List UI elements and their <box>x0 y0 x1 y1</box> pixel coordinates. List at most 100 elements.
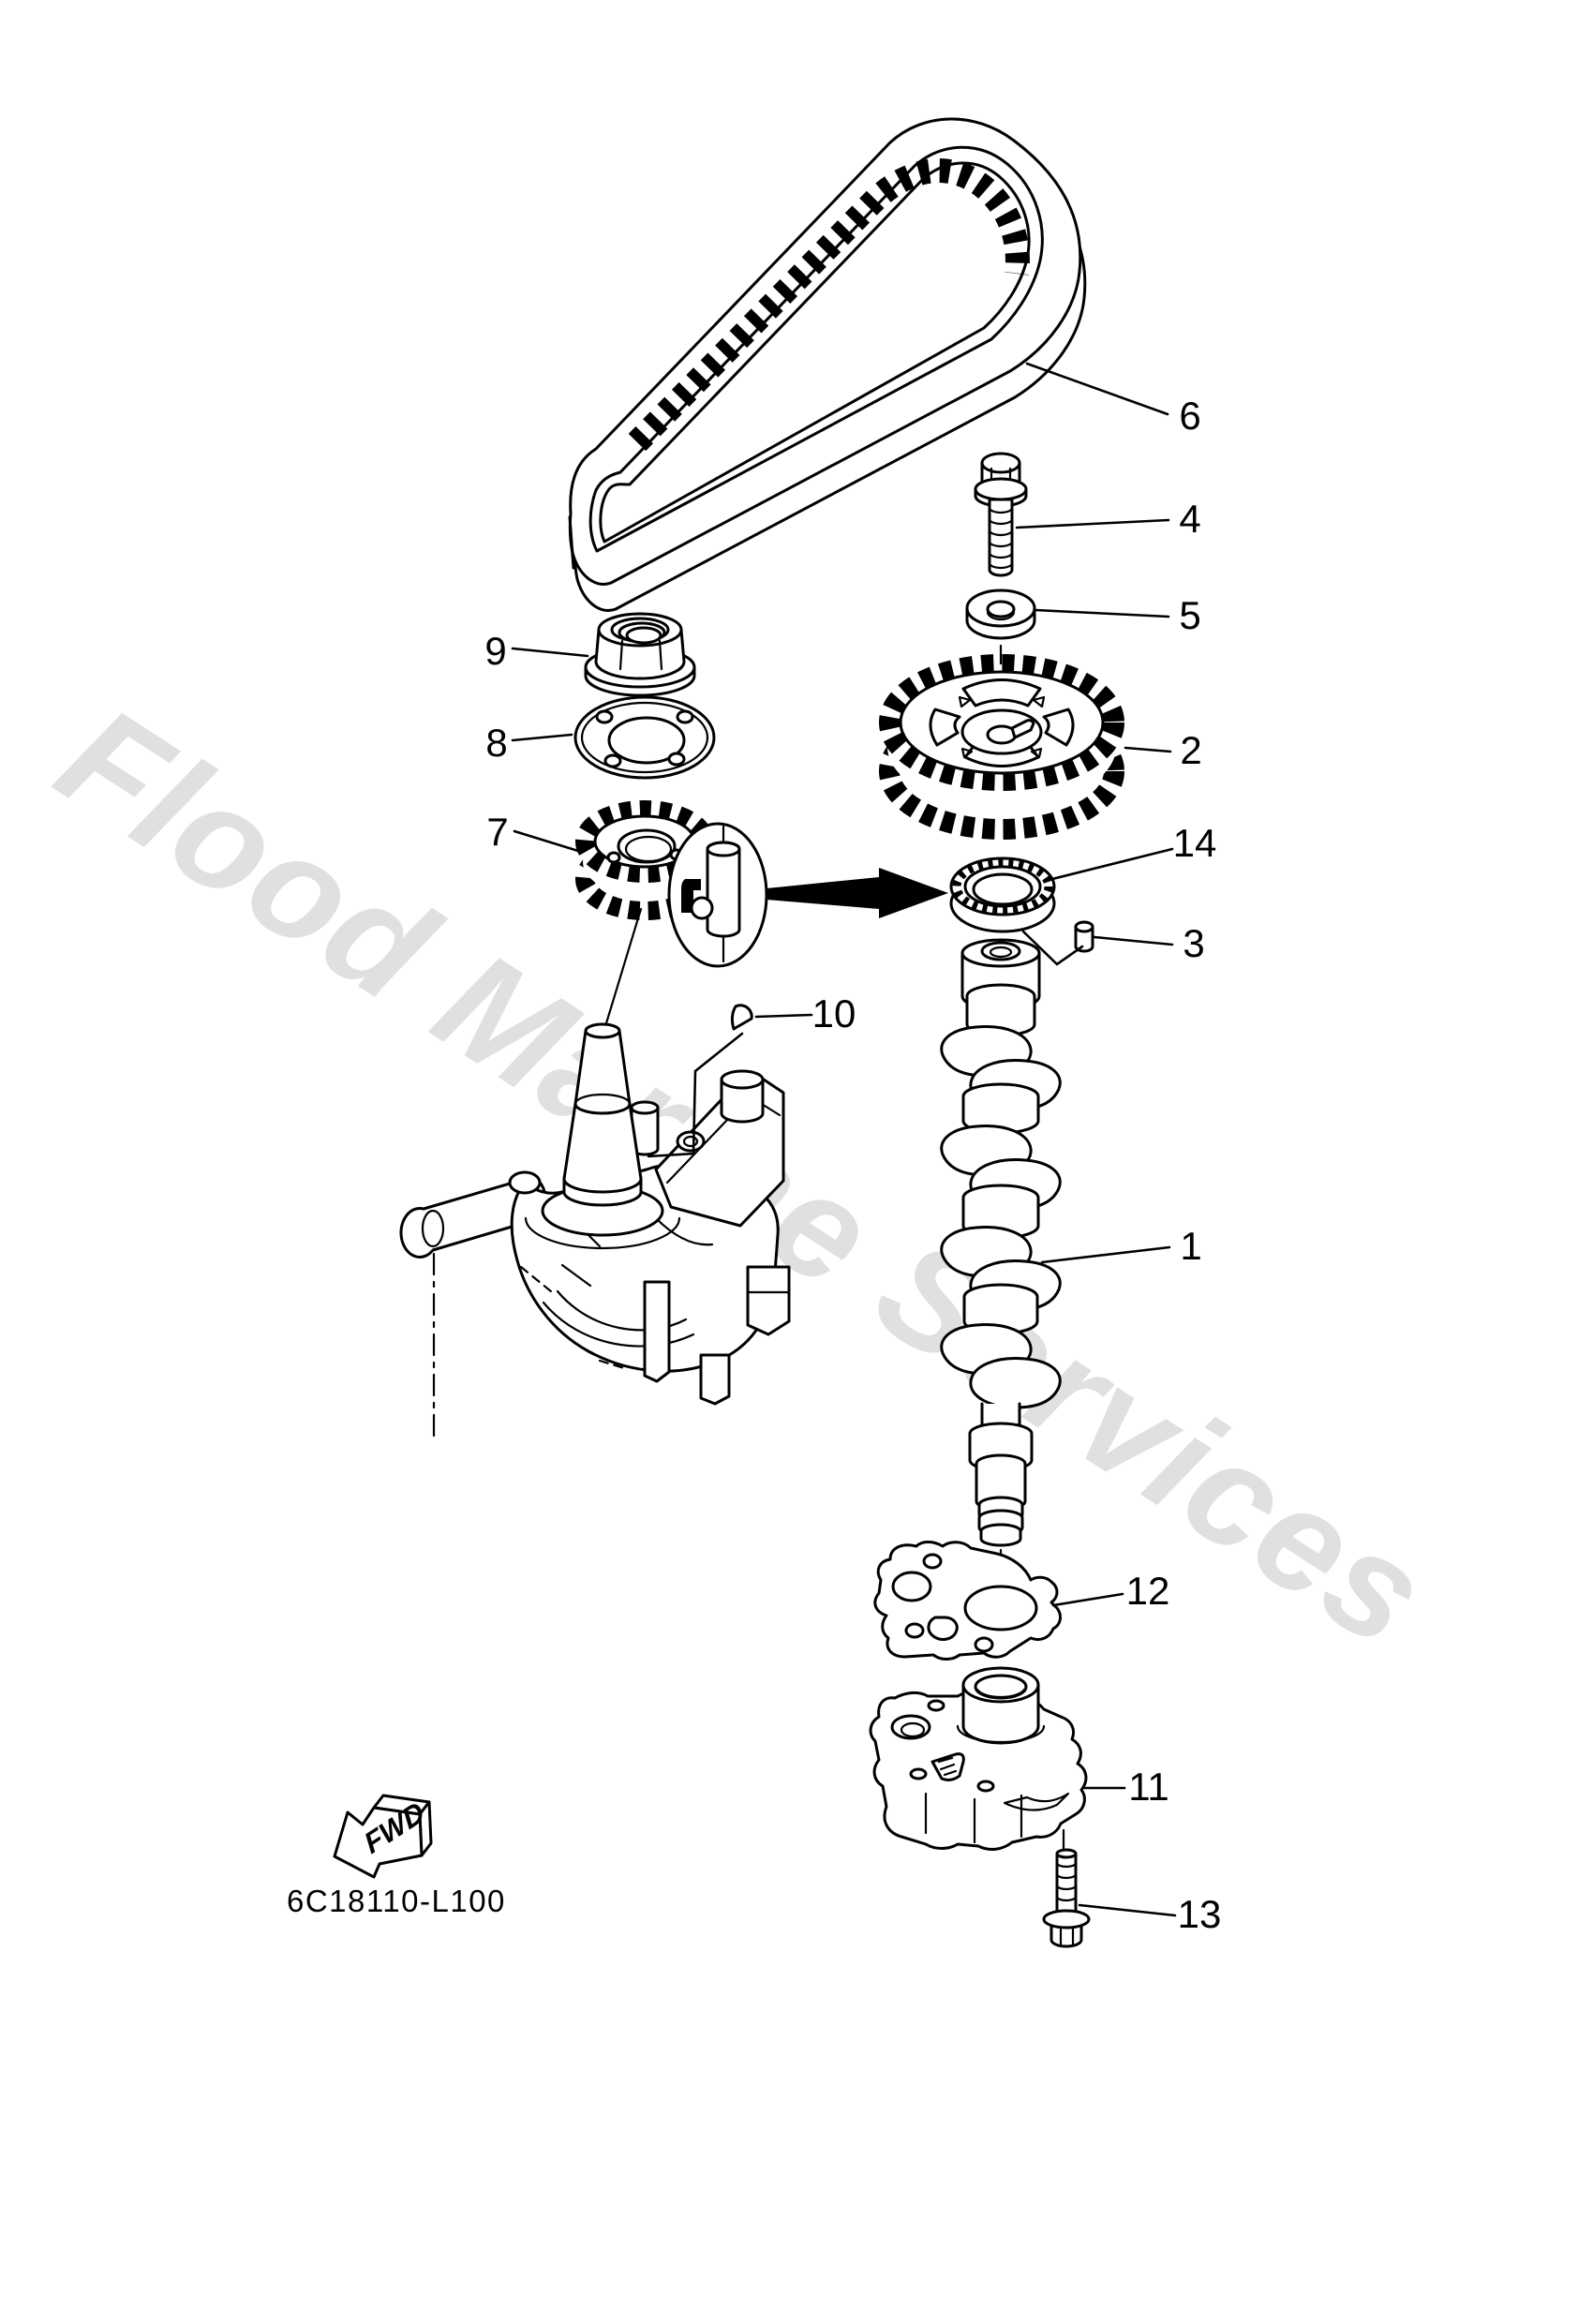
washer-center-hole <box>607 716 686 765</box>
pump-hole <box>909 1767 928 1780</box>
leader-12 <box>1051 1592 1124 1607</box>
leader-1 <box>1040 1245 1171 1264</box>
fwd-arrow-face <box>333 1806 424 1879</box>
oil-pump <box>869 1666 1088 1851</box>
washer-hole <box>667 752 686 767</box>
pin-body <box>1074 925 1094 953</box>
bolt13-shank <box>1055 1852 1078 1915</box>
callout-3: 3 <box>1183 921 1204 965</box>
pump-bore-depth <box>975 1688 1026 1699</box>
leader-3-locator <box>1021 930 1084 966</box>
leader-9 <box>511 647 589 658</box>
callout-10: 10 <box>812 991 856 1035</box>
oil-seal-detail-circle <box>667 822 768 968</box>
dowel-pin <box>1074 920 1094 953</box>
block-round-boss-hole <box>682 1135 699 1148</box>
nut-facet-line <box>618 639 624 671</box>
block-hidden-lines <box>519 1265 626 1370</box>
seal-ribs <box>952 857 1053 916</box>
crankshaft-sprocket <box>575 800 714 920</box>
leader-14 <box>1047 847 1174 882</box>
pulley-mark <box>1032 695 1046 708</box>
snout-upper-taper <box>573 1029 632 1115</box>
drawing-code: 6C18110-L100 <box>287 1884 506 1918</box>
bolt13-flange <box>1042 1909 1091 1929</box>
leader-10 <box>754 1013 813 1019</box>
leader-13 <box>1078 1903 1177 1917</box>
cam-lobe <box>969 1357 1062 1409</box>
bolt13-tip <box>1055 1848 1078 1859</box>
pump-boss-collar <box>956 1724 1046 1744</box>
pulley-lower-teeth <box>879 703 1124 840</box>
leader-lines <box>511 362 1177 1917</box>
oil-seal <box>949 857 1056 933</box>
washer5-hole <box>986 600 1016 618</box>
block-dome-boss <box>508 1170 542 1195</box>
gasket-center-hole <box>963 1585 1038 1631</box>
pulley-keyway <box>1010 719 1035 739</box>
block-round-boss <box>676 1130 706 1153</box>
nut-facet-line <box>658 639 663 671</box>
leader-7 <box>513 829 580 853</box>
pulley-mark <box>960 747 974 759</box>
timing-belt <box>568 117 1087 612</box>
callout-11: 11 <box>1128 1765 1169 1809</box>
leader-2 <box>1124 746 1172 753</box>
belt-left-seam <box>568 515 575 570</box>
cam-pulley <box>879 654 1124 840</box>
leader-5 <box>1034 608 1170 618</box>
bolt-head-top <box>980 452 1021 474</box>
seal-lip <box>972 872 1034 906</box>
snout-tip <box>584 1022 621 1039</box>
leader-3 <box>1093 935 1174 946</box>
flange-nut <box>584 612 696 697</box>
washer5-hole-depth <box>986 610 1016 621</box>
block-peg <box>643 1280 671 1383</box>
block-left-arm <box>399 1175 547 1259</box>
snout-ring <box>573 1093 632 1106</box>
nut-flange-thickness <box>584 665 696 697</box>
woodruff-key <box>730 1004 753 1031</box>
washer-hole <box>603 753 622 768</box>
pulley-cutout <box>929 708 961 747</box>
plate-washer <box>573 695 716 780</box>
callout-7: 7 <box>486 810 508 854</box>
gasket-bolt-hole <box>922 1553 943 1570</box>
pulley-cutout <box>1042 708 1075 747</box>
snout-lower-taper <box>562 1102 643 1194</box>
pump-wing-fold <box>1003 1792 1070 1811</box>
callout-8: 8 <box>485 721 507 765</box>
nut-thread-ring <box>625 626 662 645</box>
leader-8 <box>511 733 573 742</box>
callout-4: 4 <box>1179 497 1200 541</box>
belt-inner-surface-line <box>599 161 1031 544</box>
pulley-cutout <box>961 678 1042 708</box>
callout-14: 14 <box>1173 821 1217 865</box>
callout-5: 5 <box>1179 593 1200 637</box>
cam-center-hole-inner <box>989 946 1013 959</box>
gasket-slot <box>927 1616 959 1641</box>
crankshaft-snout <box>524 1022 681 1250</box>
pin-top <box>1074 920 1094 933</box>
detail-pointer-arrow <box>767 868 948 918</box>
camshaft-bolt <box>974 452 1028 577</box>
block-stud-boss <box>720 1078 765 1124</box>
callout-2: 2 <box>1180 728 1201 772</box>
oil-pump-gasket <box>873 1541 1062 1661</box>
washer-hole <box>676 709 694 724</box>
callout-6: 6 <box>1179 394 1200 438</box>
sprocket-hole <box>606 851 621 864</box>
gasket-hole <box>891 1571 932 1602</box>
block-bell-arcs <box>542 1289 695 1348</box>
bolt-flange <box>974 477 1028 501</box>
pump-hole <box>927 1699 945 1712</box>
callout-12: 12 <box>1126 1569 1170 1613</box>
pump-hole <box>976 1780 995 1793</box>
leader-10-locator <box>647 1032 744 1158</box>
block-notched-box <box>746 1265 791 1336</box>
sprocket-bore-inner <box>624 835 673 863</box>
pulley-mark <box>958 695 972 708</box>
callout-13: 13 <box>1178 1892 1222 1936</box>
